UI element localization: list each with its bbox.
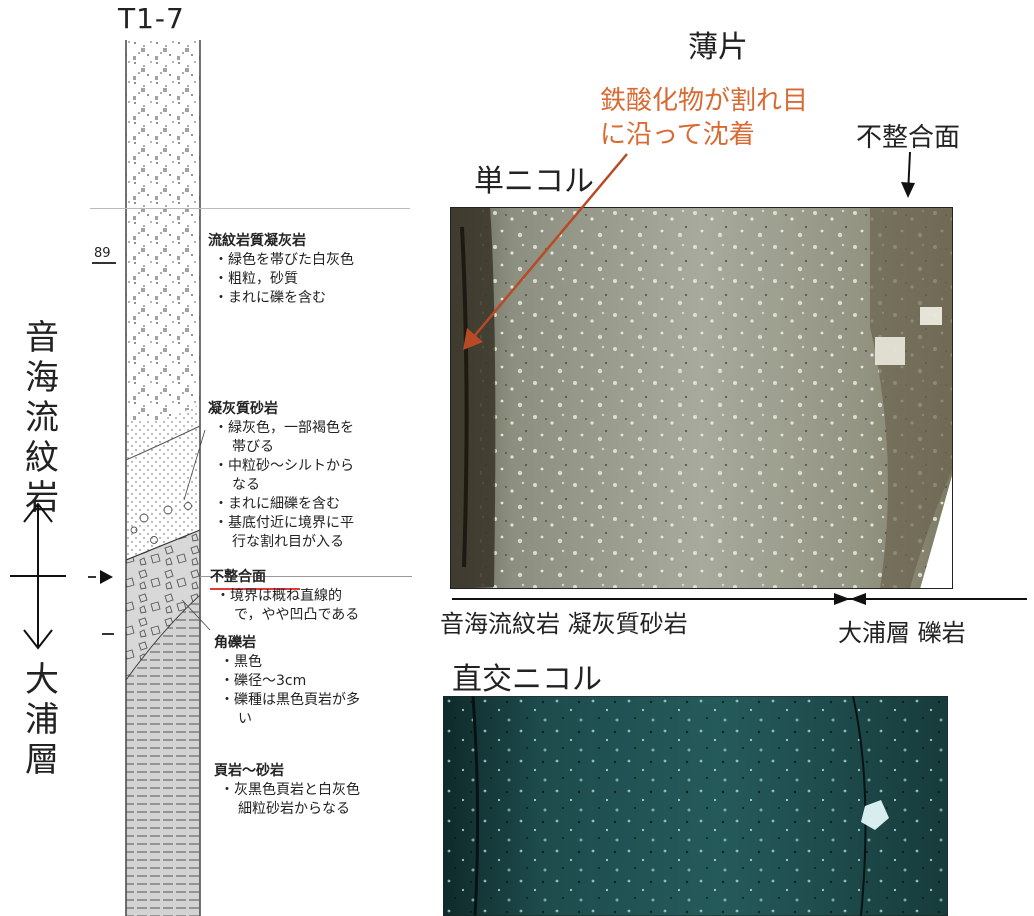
level-line [90, 208, 410, 209]
lithology-description: 角礫岩 黒色 礫径～3cm 礫種は黒色頁岩が多 い [214, 634, 360, 729]
lithology-point: まれに細礫を含む [208, 495, 354, 514]
lithology-description: 凝灰質砂岩 緑灰色，一部褐色を 帯びる 中粒砂～シルトから なる まれに細礫を含… [208, 400, 354, 552]
lithology-point: 粗粒，砂質 [208, 270, 354, 289]
boundary-double-arrow-icon [10, 502, 66, 650]
lithology-title: 角礫岩 [214, 635, 256, 651]
scale-right-label: 大浦層 礫岩 [838, 619, 966, 647]
unconformity-line [200, 576, 412, 577]
lithology-title: 流紋岩質凝灰岩 [208, 233, 306, 249]
thin-section-title: 薄片 [688, 30, 748, 65]
lithology-point: い [238, 711, 252, 727]
unconformity-marker-icon [100, 570, 113, 584]
lithology-point: 細粒砂岩からなる [238, 801, 350, 817]
formation-label-upper: 音海流紋岩 [25, 318, 59, 518]
lithology-title: 凝灰質砂岩 [208, 401, 278, 417]
lithology-description: 頁岩～砂岩 灰黒色頁岩と白灰色 細粒砂岩からなる [214, 762, 360, 819]
lithology-point: 礫径～3cm [214, 672, 360, 691]
depth-label: 89 [94, 246, 111, 261]
scale-left-label: 音海流紋岩 凝灰質砂岩 [440, 610, 688, 638]
formation-scale-bar [452, 593, 1027, 605]
annotation-line: 鉄酸化物が割れ目 [600, 86, 809, 116]
core-log-column [125, 40, 211, 916]
single-nicol-label: 単ニコル [474, 164, 594, 199]
lithology-point: 基底付近に境界に平 [208, 514, 354, 533]
lithology-point: 礫種は黒色頁岩が多 [214, 691, 360, 710]
annotation-line: に沿って沈着 [600, 120, 755, 150]
lithology-point: 中粒砂～シルトから [208, 457, 354, 476]
lithology-point: まれに礫を含む [208, 289, 354, 308]
annotation-arrow-icon [463, 153, 628, 350]
iron-oxide-annotation: 鉄酸化物が割れ目 に沿って沈着 [600, 84, 808, 152]
lithology-point: 境界は概ね直線的 [210, 587, 359, 606]
thin-section-photo-single-nicol [450, 207, 953, 589]
crossed-nicol-label: 直交ニコル [452, 662, 602, 697]
formation-label-lower: 大浦層 [25, 660, 59, 780]
lithology-point: 緑色を帯びた白灰色 [208, 251, 354, 270]
depth-tick [102, 633, 114, 635]
lithology-description: 流紋岩質凝灰岩 緑色を帯びた白灰色 粗粒，砂質 まれに礫を含む [208, 232, 354, 308]
lithology-point: で，やや凹凸である [234, 607, 360, 623]
core-title: T1-7 [118, 2, 185, 35]
unconformity-dash [88, 576, 96, 578]
lithology-title: 頁岩～砂岩 [214, 763, 284, 779]
lithology-point: 黒色 [214, 653, 360, 672]
down-arrow-icon [901, 151, 915, 198]
unconformity-top-label: 不整合面 [856, 123, 961, 153]
lithology-description: 不整合面 境界は概ね直線的 で，やや凹凸である [210, 568, 359, 625]
lithology-point: 帯びる [232, 439, 274, 455]
lithology-point: なる [232, 477, 260, 493]
thin-section-photo-crossed-nicol [443, 696, 948, 916]
lithology-point: 緑灰色，一部褐色を [208, 419, 354, 438]
lithology-point: 行な割れ目が入る [232, 534, 344, 550]
lithology-title: 不整合面 [210, 569, 266, 585]
depth-tick [92, 262, 116, 264]
lithology-point: 灰黒色頁岩と白灰色 [214, 781, 360, 800]
